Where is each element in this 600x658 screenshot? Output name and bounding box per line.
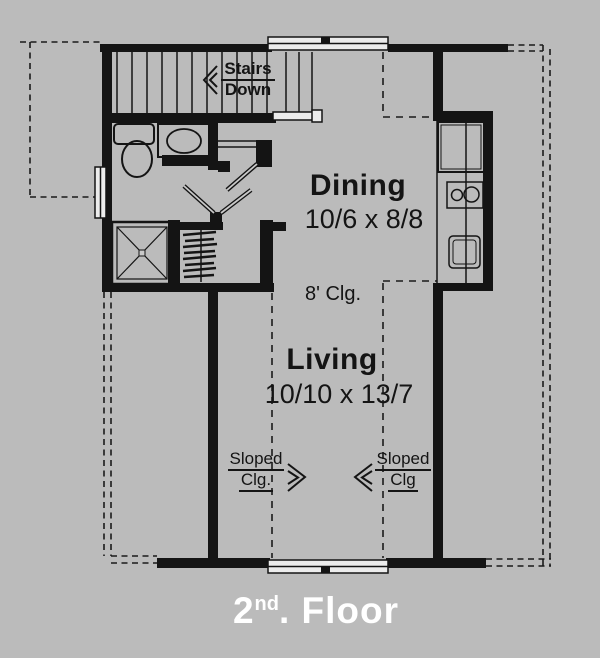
bathroom-door — [182, 184, 216, 215]
wall-stair-bottom — [104, 113, 276, 123]
burner-right — [463, 186, 480, 203]
wall-bath-bottom — [102, 283, 274, 292]
kitchen-sink — [448, 235, 481, 269]
window-left — [94, 166, 107, 219]
dining-room-label: Dining — [309, 169, 407, 202]
staircase — [116, 52, 323, 123]
dash-right-v — [542, 45, 551, 566]
wall-kitchen-bottom — [437, 283, 493, 291]
shower-stall — [110, 220, 174, 286]
windows — [94, 36, 389, 574]
doors — [182, 162, 259, 215]
dash-top-right-h — [508, 44, 543, 52]
page-title: 2nd. Floor — [156, 590, 476, 632]
title-ordinal: nd — [254, 593, 279, 615]
closet-hanger-marks — [182, 230, 218, 279]
wall-kitchen-top — [433, 111, 493, 121]
stairs-label-line1: Stairs — [221, 60, 275, 81]
sloped-right-arrow-icon — [353, 463, 373, 492]
wall-dining-upper-v — [433, 48, 443, 118]
vanity-sink — [166, 128, 202, 154]
wall-top-left — [100, 44, 272, 52]
wall-outer-left — [102, 44, 112, 292]
kitchen — [436, 121, 485, 283]
window-top — [267, 36, 389, 51]
wall-kitchen-right — [483, 115, 493, 291]
stair-treads — [116, 52, 268, 113]
sloped-left-line2: Clg. — [238, 470, 274, 492]
sloped-left-line1: Sloped — [227, 450, 285, 471]
dining-room-dimensions: 10/6 x 8/8 — [304, 204, 424, 234]
vanity-counter — [157, 123, 211, 158]
ceiling-break-lines-dashed — [271, 52, 437, 558]
wall-door-jamb — [218, 161, 230, 172]
shower-drain — [138, 249, 146, 257]
dash-bottom-left-v — [103, 292, 112, 556]
wall-closet-right — [260, 220, 273, 290]
wall-top-right — [388, 44, 508, 52]
dash-bottom-left-h — [111, 555, 157, 564]
ceiling-height-note: 8' Clg. — [304, 283, 362, 305]
closets — [182, 140, 258, 282]
stair-newel-post — [311, 109, 323, 123]
wall-living-left — [208, 287, 218, 564]
wall-bath-partition-v — [208, 113, 218, 170]
roof-outline-dashed — [20, 41, 551, 567]
stairs-down-label: Stairs Down — [214, 60, 282, 99]
wall-dining-jamb-lower — [260, 222, 286, 231]
toilet-tank — [113, 123, 155, 145]
sloped-ceiling-label-left: Sloped Clg. — [221, 450, 291, 492]
refrigerator — [437, 121, 485, 173]
wall-bath-partition-h — [162, 155, 218, 166]
sloped-left-arrow-icon — [287, 463, 307, 492]
dining-door — [225, 162, 259, 192]
stair-handrail — [272, 111, 316, 121]
wall-bottom-right — [386, 558, 486, 568]
stairs-label-line2: Down — [224, 79, 272, 99]
walls — [100, 44, 508, 568]
sloped-right-line1: Sloped — [374, 450, 432, 471]
wall-bottom-left — [157, 558, 270, 568]
closet-shelf-lines — [218, 140, 258, 148]
wall-closet-left — [168, 220, 180, 286]
bathroom-fixtures — [110, 123, 211, 286]
title-rest: . Floor — [278, 590, 400, 631]
dash-bottom-right-h — [486, 558, 551, 567]
burner-left — [450, 188, 464, 202]
wall-dining-jamb-upper — [256, 140, 272, 167]
window-bottom — [267, 559, 389, 574]
stairs-down-arrow-icon — [202, 65, 218, 95]
title-number: 2 — [232, 590, 255, 631]
cooktop — [446, 181, 484, 209]
sloped-right-line2: Clg — [388, 470, 418, 492]
closet-door — [219, 188, 253, 215]
wall-closet-top — [180, 222, 223, 230]
wall-living-right — [433, 283, 443, 564]
toilet-bowl — [121, 140, 153, 178]
living-room-label: Living — [286, 343, 378, 376]
sloped-ceiling-label-right: Sloped Clg — [368, 450, 438, 492]
stairwell-balusters — [285, 52, 313, 113]
living-room-dimensions: 10/10 x 13/7 — [264, 379, 414, 409]
annotation-arrows — [202, 65, 373, 492]
